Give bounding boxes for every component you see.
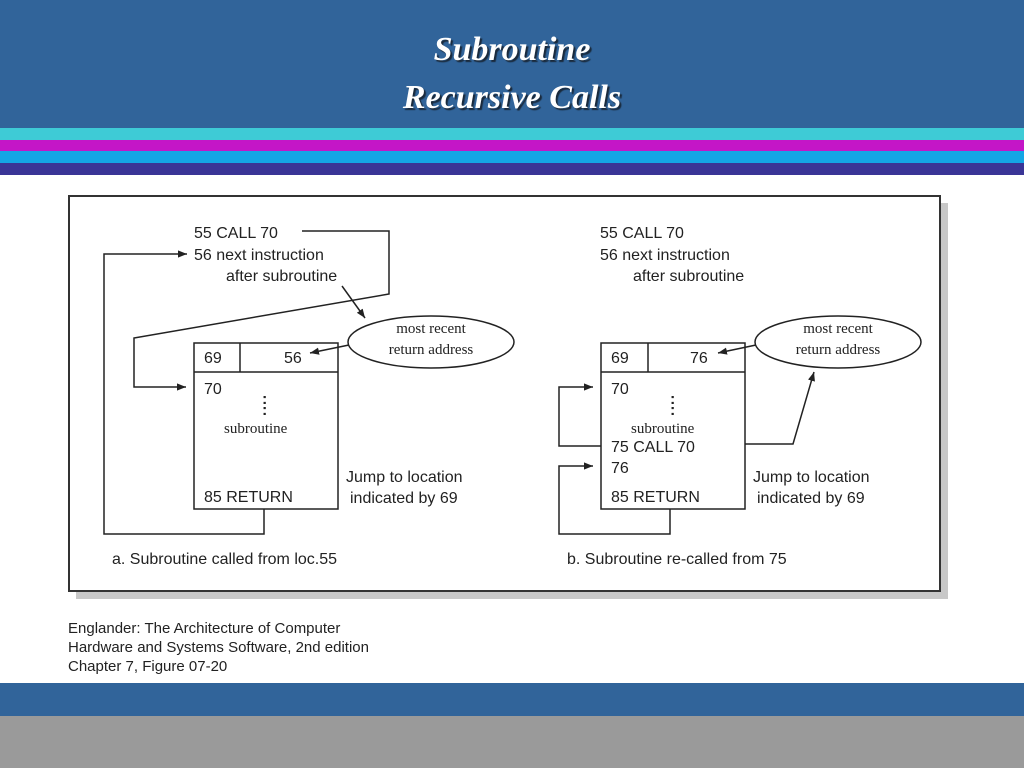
b-row-76: 76 [611,460,629,477]
title-line-2: Recursive Calls [402,79,622,116]
b-jump-line-2: indicated by 69 [757,490,865,507]
b-recall-arrow [558,383,601,447]
a-return: 85 RETURN [204,489,293,506]
b-jump-line-1: Jump to location [753,469,870,486]
title-line-1: Subroutine [433,31,591,68]
slide-title: Subroutine Recursive Calls [0,26,1024,122]
a-cell-69: 69 [204,350,222,367]
b-caption: b. Subroutine re-called from 75 [567,551,787,568]
stripe-blue [0,151,1024,163]
b-return-address-ellipse [754,315,922,369]
b-subroutine-label: subroutine [631,421,695,437]
a-dots-top: : [262,391,267,408]
citation-line-1: Englander: The Architecture of Computer [68,620,341,637]
b-ellipse-line-1: most recent [803,321,873,337]
diagram-b: 55 CALL 70 56 next instruction after sub… [558,225,922,568]
figure-frame [68,195,941,592]
b-cell-76: 76 [690,350,708,367]
b-row-70: 70 [611,381,629,398]
stripe-indigo [0,163,1024,175]
b-call-55: 55 CALL 70 [600,225,684,242]
figure-citation: Englander: The Architecture of Computer … [68,619,369,676]
b-call-75: 75 CALL 70 [611,439,695,456]
b-after-subroutine: after subroutine [633,268,744,285]
b-return-arrow [558,462,671,535]
a-jump-line-1: Jump to location [346,469,463,486]
a-caption: a. Subroutine called from loc.55 [112,551,337,568]
b-subroutine-box [600,342,746,510]
diagram-a: 55 CALL 70 56 next instruction after sub… [103,225,515,568]
b-dots-top: : [670,391,675,408]
a-ellipse-line-2: return address [389,342,474,358]
b-ellipse-to-cell-arrow [717,344,757,355]
citation-line-2: Hardware and Systems Software, 2nd editi… [68,639,369,656]
a-return-address-ellipse [347,315,515,369]
a-ellipse-line-1: most recent [396,321,466,337]
a-dots-bottom: : [262,402,267,419]
title-bar: Subroutine Recursive Calls [0,0,1024,128]
a-jump-line-2: indicated by 69 [350,490,458,507]
a-next-instruction: 56 next instruction [194,247,324,264]
b-return: 85 RETURN [611,489,700,506]
stripe-magenta [0,140,1024,151]
a-row-70: 70 [204,381,222,398]
a-store-arrow [341,285,366,319]
stripe-cyan [0,128,1024,140]
a-cell-56: 56 [284,350,302,367]
a-ellipse-to-cell-arrow [309,344,350,355]
a-call-55: 55 CALL 70 [194,225,278,242]
b-store-arrow [745,371,815,445]
a-subroutine-label: subroutine [224,421,288,437]
b-next-instruction: 56 next instruction [600,247,730,264]
footer-base [0,716,1024,768]
b-cell-69: 69 [611,350,629,367]
a-subroutine-box [193,342,339,510]
a-call-arrow [133,230,390,391]
b-dots-bottom: : [670,402,675,419]
b-ellipse-line-2: return address [796,342,881,358]
footer-band [0,683,1024,716]
a-after-subroutine: after subroutine [226,268,337,285]
citation-line-3: Chapter 7, Figure 07-20 [68,658,228,675]
a-return-arrow [103,250,265,535]
